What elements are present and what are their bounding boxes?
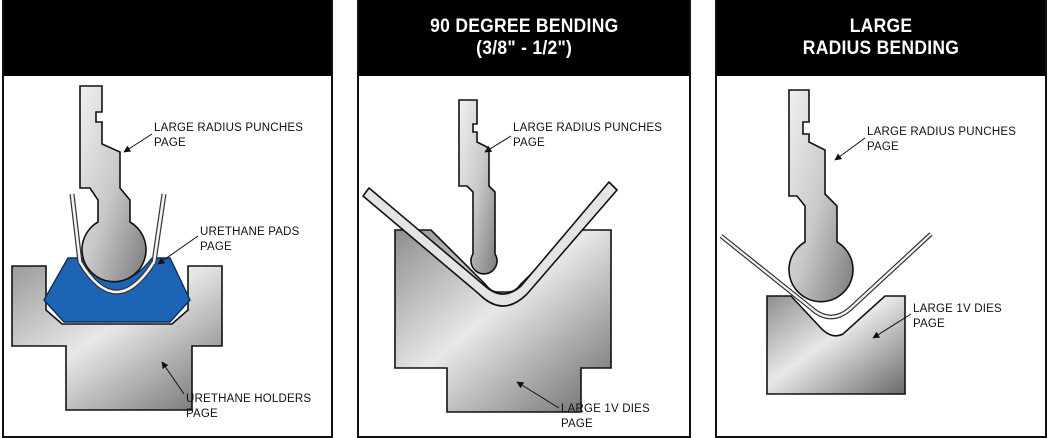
arrow-leader-icon (161, 361, 185, 395)
panel-header: LARGE RADIUS BENDING (715, 0, 1047, 76)
arrow-leader-icon (123, 133, 153, 153)
label-punches-line-2: PAGE (513, 137, 545, 149)
label-punches-line-1: LARGE RADIUS PUNCHES (513, 122, 662, 134)
sheet-metal (362, 181, 618, 307)
label-holders-line-1: URETHANE HOLDERS (186, 393, 311, 405)
arrow-leader-icon (872, 313, 912, 339)
panel-header-line-2: RADIUS BENDING (802, 38, 960, 59)
arrow-leader-icon (516, 381, 560, 409)
label-dies-line-2: PAGE (561, 418, 593, 430)
large-radius-punch (79, 85, 147, 283)
ninety-degree-diagram: LARGE RADIUS PUNCHES PAGE LARGE 1V DIES … (362, 99, 662, 430)
panel-header-line-1: 90 DEGREE BENDING (429, 16, 619, 37)
label-punches-line-2: PAGE (867, 141, 899, 153)
arrow-leader-icon (157, 235, 199, 265)
panel-diagram: LARGE RADIUS PUNCHES PAGE LARGE 1V DIES … (715, 76, 1047, 438)
panel-header: 90 DEGREE BENDING (3/8" - 1/2") (357, 0, 691, 76)
large-radius-punch (788, 89, 854, 303)
large-radius-punch (458, 99, 498, 275)
label-punches-line-2: PAGE (154, 137, 186, 149)
panel-diagram: LARGE RADIUS PUNCHES PAGE URETHANE PADS … (2, 76, 333, 438)
large-radius-diagram: LARGE RADIUS PUNCHES PAGE LARGE 1V DIES … (719, 89, 1016, 395)
label-holders-line-2: PAGE (186, 408, 218, 420)
panel-90-degree-bending: 90 DEGREE BENDING (3/8" - 1/2") (357, 0, 691, 438)
large-1v-die (766, 295, 906, 395)
label-punches-line-1: LARGE RADIUS PUNCHES (154, 122, 303, 134)
label-pads-line-1: URETHANE PADS (200, 226, 300, 238)
arrow-leader-icon (484, 135, 512, 153)
urethane-bending-diagram: LARGE RADIUS PUNCHES PAGE URETHANE PADS … (11, 85, 311, 420)
panel-large-radius-bending: LARGE RADIUS BENDING (715, 0, 1047, 438)
label-dies-line-1: LARGE 1V DIES (913, 303, 1002, 315)
panel-header (2, 0, 333, 76)
urethane-holder (11, 265, 223, 411)
label-pads-line-2: PAGE (200, 241, 232, 253)
large-1v-die (394, 229, 612, 413)
label-punches-line-1: LARGE RADIUS PUNCHES (867, 126, 1016, 138)
panel-header-line-2: (3/8" - 1/2") (476, 38, 572, 59)
label-dies-line-2: PAGE (913, 318, 945, 330)
arrow-leader-icon (834, 137, 866, 161)
panel-header-line-1: LARGE (849, 16, 913, 37)
panel-diagram: LARGE RADIUS PUNCHES PAGE LARGE 1V DIES … (357, 76, 691, 438)
panel-urethane-bending: LARGE RADIUS PUNCHES PAGE URETHANE PADS … (2, 0, 333, 438)
label-dies-line-1: LARGE 1V DIES (561, 403, 650, 415)
